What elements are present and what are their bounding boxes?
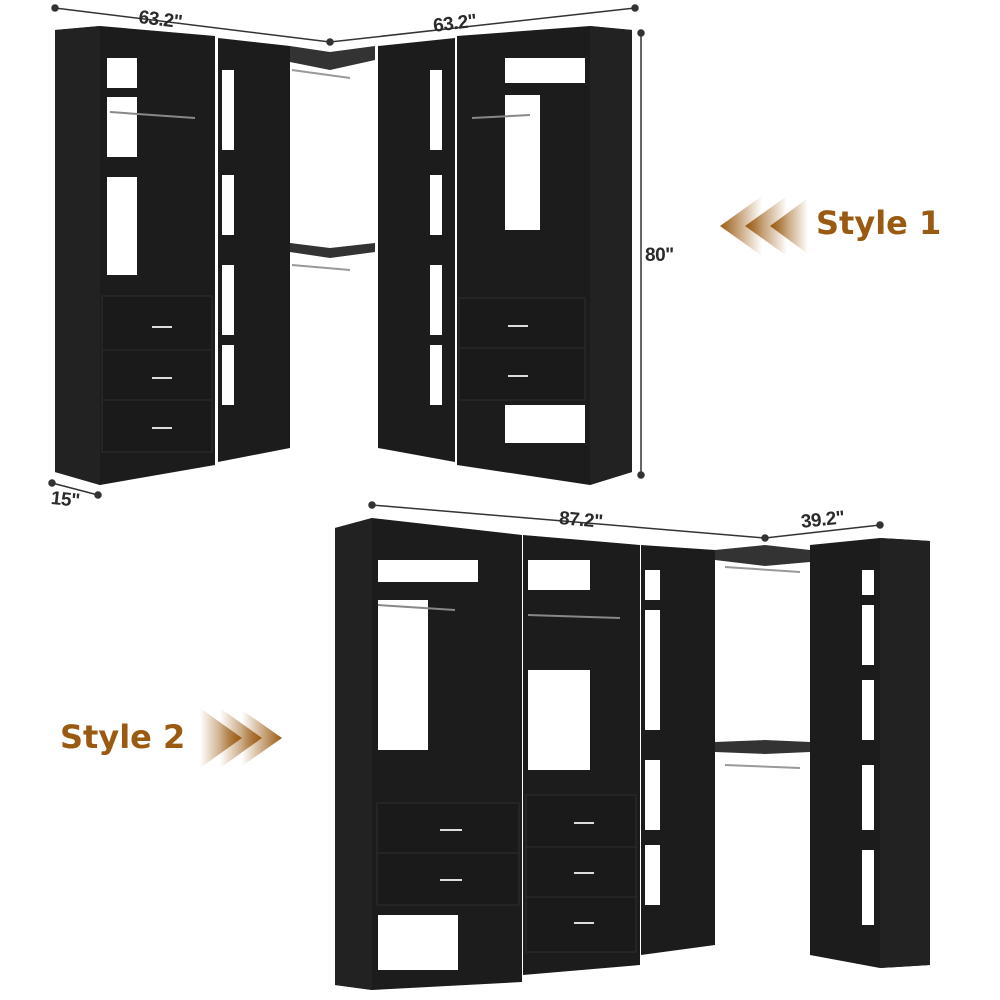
- style1-height-label: 80": [645, 245, 674, 266]
- style1-depth-label: 15": [49, 488, 81, 512]
- style1-dimension-lines: [48, 4, 645, 499]
- style2-side-width-label: 39.2": [800, 507, 846, 533]
- style1-closet: [48, 4, 645, 499]
- style2-dimension-lines: [368, 501, 884, 542]
- style2-label: Style 2: [60, 718, 186, 756]
- style1-label: Style 1: [816, 204, 942, 242]
- style2-arrow-icon: [200, 708, 282, 768]
- style1-arrow-icon: [720, 196, 808, 256]
- style2-closet: [335, 501, 930, 990]
- style2-main-width-label: 87.2": [558, 508, 604, 533]
